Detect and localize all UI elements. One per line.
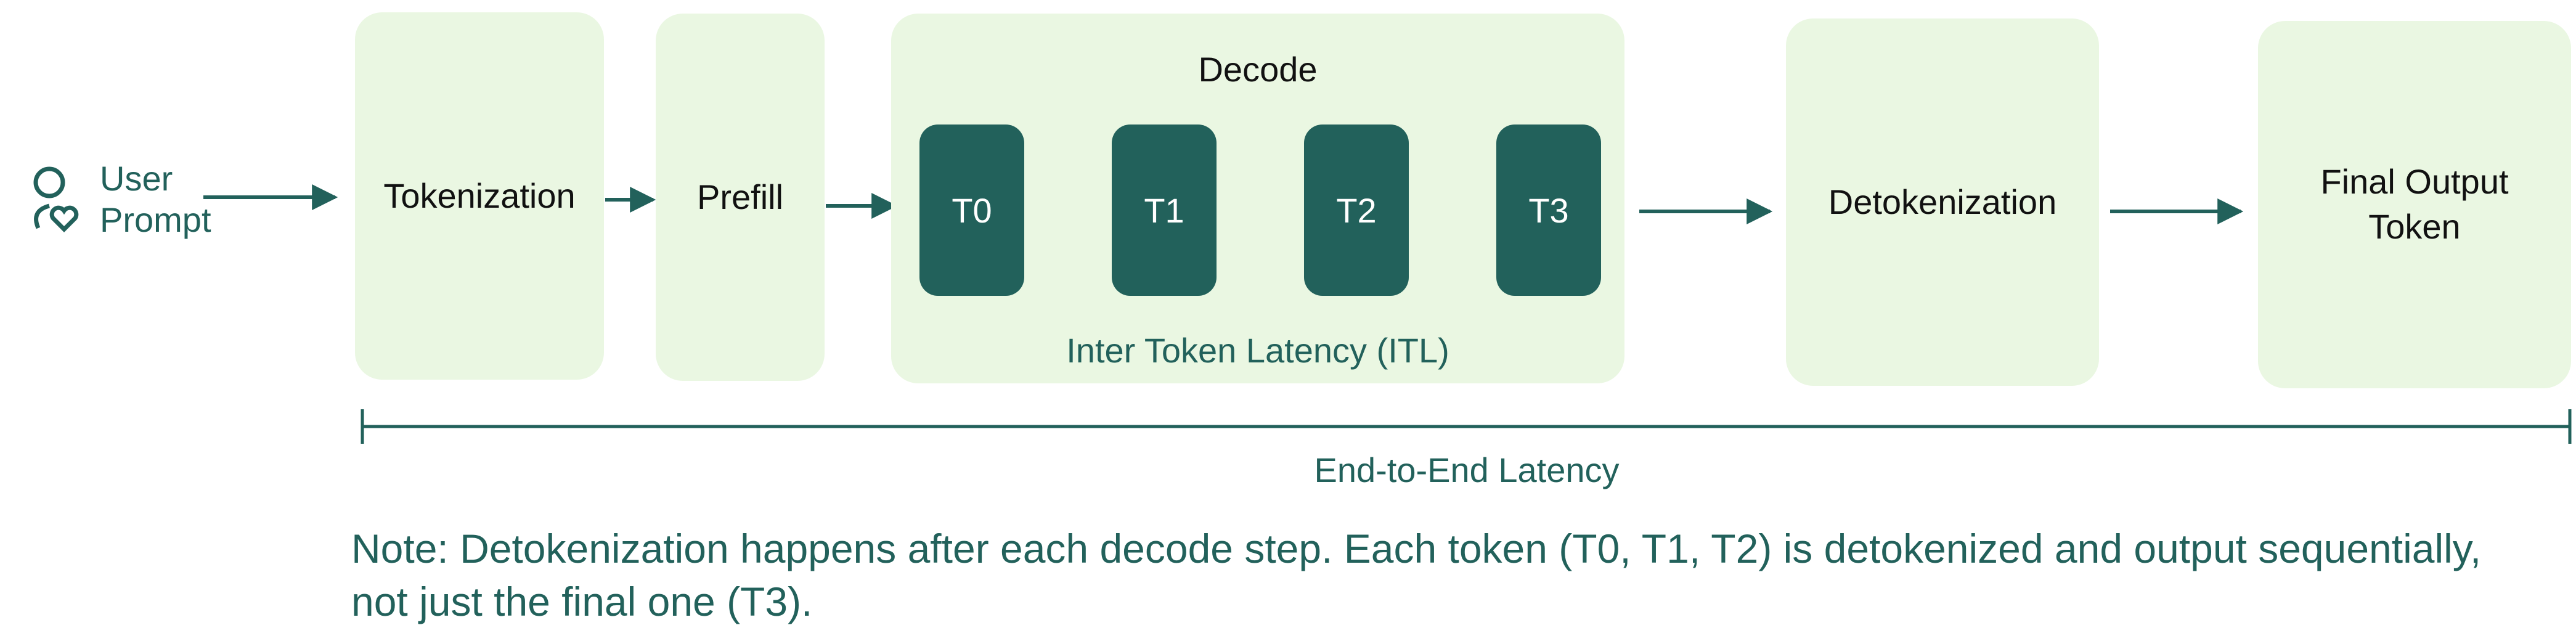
stage-label: Detokenization — [1828, 182, 2057, 221]
token-t3: T3 — [1496, 125, 1601, 296]
decode-title: Decode — [1198, 50, 1318, 89]
e2e-latency-label: End-to-End Latency — [1314, 451, 1620, 489]
itl-label: Inter Token Latency (ITL) — [1066, 331, 1449, 370]
token-t1: T1 — [1112, 125, 1217, 296]
stage-detokenization: Detokenization — [1786, 18, 2099, 386]
token-t2: T2 — [1304, 125, 1409, 296]
note-text: Note: Detokenization happens after each … — [351, 526, 2482, 624]
stage-prefill: Prefill — [656, 14, 825, 381]
stage-label: Tokenization — [383, 176, 576, 215]
stage-label: Final Output Token — [2320, 162, 2509, 246]
stage-final-output: Final Output Token — [2258, 21, 2571, 388]
e2e-latency-bracket — [361, 409, 2572, 444]
user-heart-icon — [33, 166, 79, 232]
user-label-line2: Prompt — [100, 200, 211, 240]
stage-label: Prefill — [696, 177, 784, 216]
token-t0: T0 — [919, 125, 1024, 296]
user-prompt-label: User Prompt — [100, 158, 211, 240]
stage-tokenization: Tokenization — [355, 12, 604, 380]
user-label-line1: User — [100, 159, 173, 198]
